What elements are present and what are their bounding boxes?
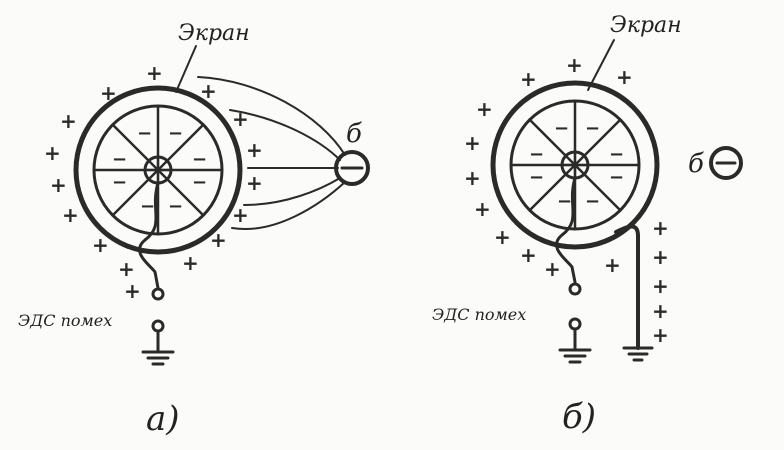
plus-sign: + (520, 67, 537, 91)
external-charge-b: б (688, 146, 743, 180)
plus-sign: + (476, 97, 493, 121)
caption-b: б) (562, 397, 596, 437)
plus-sign: + (118, 257, 135, 281)
minus-sign: − (168, 123, 183, 144)
plus-sign: + (50, 173, 67, 197)
plus-sign: + (200, 79, 217, 103)
minus-sign: − (554, 118, 569, 139)
plus-sign: + (604, 253, 621, 277)
lead-wire-b (555, 176, 592, 364)
plus-sign: + (474, 197, 491, 221)
external-charge-a: б (334, 119, 370, 186)
figure-a: − − − − − − − − б (18, 21, 370, 439)
outer-plus-charges-b: + + + + + + + + + + + + + + + + (464, 53, 669, 347)
screen-a (73, 85, 243, 255)
lead-wire-a (138, 181, 175, 366)
minus-sign: − (529, 144, 544, 165)
plus-sign: + (124, 279, 141, 303)
minus-sign: − (192, 149, 207, 170)
plus-sign: + (652, 245, 669, 269)
plus-sign: + (544, 257, 561, 281)
minus-sign: − (557, 191, 572, 212)
minus-sign: − (137, 123, 152, 144)
plus-sign: + (246, 138, 263, 162)
plus-sign: + (246, 171, 263, 195)
figure-b: − − − − − − − − б (432, 13, 743, 437)
plus-sign: + (464, 131, 481, 155)
plus-sign: + (652, 299, 669, 323)
inner-minus-charges-a: − − − − − − − − (112, 123, 207, 217)
minus-sign: − (585, 118, 600, 139)
minus-sign: − (168, 196, 183, 217)
minus-sign: − (585, 191, 600, 212)
caption-a: а) (146, 399, 180, 439)
screen-b (490, 80, 660, 250)
minus-sign: − (140, 196, 155, 217)
charge-label: б (688, 149, 704, 179)
plus-sign: + (520, 243, 537, 267)
minus-sign: − (609, 167, 624, 188)
charge-label: б (346, 119, 362, 149)
plus-sign: + (92, 233, 109, 257)
plus-sign: + (146, 61, 163, 85)
emf-label: ЭДС помех (432, 305, 526, 324)
plus-sign: + (60, 109, 77, 133)
plus-sign: + (232, 203, 249, 227)
screen-label: Экран (178, 21, 250, 46)
plus-sign: + (652, 274, 669, 298)
plus-sign: + (566, 53, 583, 77)
screen-label: Экран (610, 13, 682, 38)
plus-sign: + (44, 141, 61, 165)
plus-sign: + (62, 203, 79, 227)
plus-sign: + (494, 225, 511, 249)
plus-sign: + (616, 65, 633, 89)
plus-sign: + (182, 251, 199, 275)
plus-sign: + (100, 81, 117, 105)
emf-label: ЭДС помех (18, 311, 112, 330)
plus-sign: + (464, 166, 481, 190)
plus-sign: + (210, 228, 227, 252)
minus-sign: − (112, 172, 127, 193)
minus-sign: − (529, 167, 544, 188)
minus-sign: − (112, 149, 127, 170)
inner-minus-charges-b: − − − − − − − − (529, 118, 624, 212)
outer-plus-charges-a: + + + + + + + + + + + + + + + + (44, 61, 263, 303)
plus-sign: + (652, 216, 669, 240)
field-lines-a (197, 76, 346, 231)
plus-sign: + (232, 107, 249, 131)
minus-sign: − (609, 144, 624, 165)
plus-sign: + (652, 323, 669, 347)
minus-sign: − (192, 172, 207, 193)
ground-wire-b (614, 224, 654, 362)
